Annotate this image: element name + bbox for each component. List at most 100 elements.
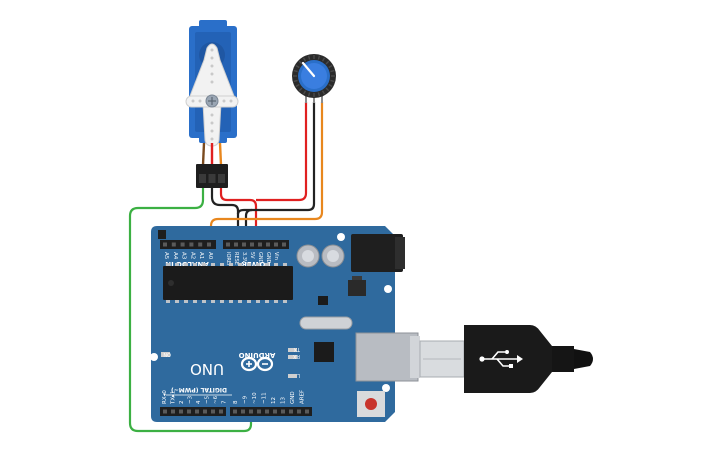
pot-ridge xyxy=(325,60,330,65)
pin-label: ~6 xyxy=(213,395,219,404)
wire-servo-power[interactable] xyxy=(219,186,258,240)
pin-label: 3.3V xyxy=(241,252,247,264)
pin-label: ~3 xyxy=(188,395,194,404)
wire-pot-signal[interactable] xyxy=(209,102,324,240)
chip-pin xyxy=(229,263,233,266)
power-header[interactable] xyxy=(223,240,289,249)
pin-label: RX◂0 xyxy=(162,390,168,404)
label-led-tx: TX xyxy=(293,346,301,352)
digital-header-right[interactable] xyxy=(230,407,312,416)
label-led-l: L xyxy=(297,372,300,378)
header-pin-hole xyxy=(180,242,185,247)
header-pin-hole xyxy=(163,409,167,414)
extra-header xyxy=(158,230,166,239)
chip-pin xyxy=(202,300,206,303)
chip-pin xyxy=(175,300,179,303)
header-pin-hole xyxy=(242,242,246,247)
power-header-pins xyxy=(226,242,286,247)
chip-pin xyxy=(247,263,251,266)
chip-pin xyxy=(238,263,242,266)
usb-cable-end xyxy=(574,349,593,369)
pot-ridge xyxy=(295,64,300,69)
pin-label: ~9 xyxy=(243,395,249,404)
header-pin-hole xyxy=(171,242,176,247)
chip-pins xyxy=(166,263,287,303)
capacitor-2-top xyxy=(327,250,339,262)
analog-header[interactable] xyxy=(160,240,216,249)
reset-button-cap[interactable] xyxy=(365,398,377,410)
pot-ridge xyxy=(307,55,311,60)
header-pin-hole xyxy=(265,409,269,414)
header-pin-hole xyxy=(297,409,301,414)
atmega328-chip[interactable] xyxy=(163,266,293,300)
servo-connector-pin-3 xyxy=(218,174,225,183)
crystal-oscillator xyxy=(299,316,353,330)
pot-ridge xyxy=(321,90,326,95)
header-pin-hole xyxy=(226,242,230,247)
capacitor-1-top xyxy=(302,250,314,262)
dc-power-jack-face xyxy=(395,237,405,269)
mount-hole-3 xyxy=(384,285,392,293)
pin-label: 12 xyxy=(271,397,277,404)
header-pin-hole xyxy=(305,409,309,414)
header-pin-hole xyxy=(233,409,237,414)
header-pin-hole xyxy=(258,242,262,247)
small-ic xyxy=(318,296,328,305)
chip-pin xyxy=(265,300,269,303)
pin-label: IOREF xyxy=(225,252,231,267)
pot-ridge xyxy=(317,92,321,97)
mount-hole-4 xyxy=(382,384,390,392)
header-pin-hole xyxy=(189,242,194,247)
regulator-tab xyxy=(352,276,362,280)
chip-pin xyxy=(229,300,233,303)
servo-lead-orange xyxy=(218,142,223,166)
wire-servo-signal[interactable] xyxy=(128,186,253,433)
servo-connector-pin-2 xyxy=(208,174,216,183)
usb-b-port[interactable] xyxy=(355,332,419,382)
chip-pin xyxy=(274,300,278,303)
chip-pin xyxy=(283,263,287,266)
chip-notch xyxy=(168,280,174,286)
servo-horn-holes xyxy=(191,48,233,141)
dc-power-jack[interactable] xyxy=(351,234,403,272)
led-on xyxy=(161,352,170,357)
potentiometer[interactable] xyxy=(292,54,336,103)
chip-pin xyxy=(202,263,206,266)
led-l xyxy=(288,374,297,378)
pin-label: 2 xyxy=(179,401,185,405)
chip-pin xyxy=(184,263,188,266)
chip-pin xyxy=(256,263,260,266)
servo-lead-brown xyxy=(201,142,206,166)
chip-pin xyxy=(211,300,215,303)
pot-ridge xyxy=(330,79,335,83)
pin-label: A3 xyxy=(181,252,187,260)
digital-header-left[interactable] xyxy=(160,407,226,416)
pin-label: 13 xyxy=(281,397,287,404)
mount-hole-1 xyxy=(337,233,345,241)
usb-b-port-face xyxy=(410,336,420,378)
chip-pin xyxy=(166,300,170,303)
chip-pin xyxy=(166,263,170,266)
header-pin-hole xyxy=(282,242,286,247)
chip-pin xyxy=(238,300,242,303)
header-pin-hole xyxy=(203,409,207,414)
header-pin-hole xyxy=(241,409,245,414)
wire-pot-power[interactable] xyxy=(256,102,308,202)
label-digital: DIGITAL (PWM~) xyxy=(171,386,227,393)
pot-ridge xyxy=(293,79,298,83)
servo-motor[interactable] xyxy=(185,20,239,188)
header-pin-hole xyxy=(187,409,191,414)
usb-cable[interactable] xyxy=(419,325,593,393)
wire-servo-ground[interactable] xyxy=(210,186,240,240)
chip-pin xyxy=(211,263,215,266)
header-pin-hole xyxy=(211,409,215,414)
wire-pot-ground[interactable] xyxy=(244,102,316,240)
pot-ridge xyxy=(293,69,298,73)
header-pin-hole xyxy=(266,242,270,247)
led-rx xyxy=(288,355,297,359)
header-pin-hole xyxy=(249,409,253,414)
pin-label: 7 xyxy=(222,400,228,404)
pin-label: ~10 xyxy=(252,392,258,404)
